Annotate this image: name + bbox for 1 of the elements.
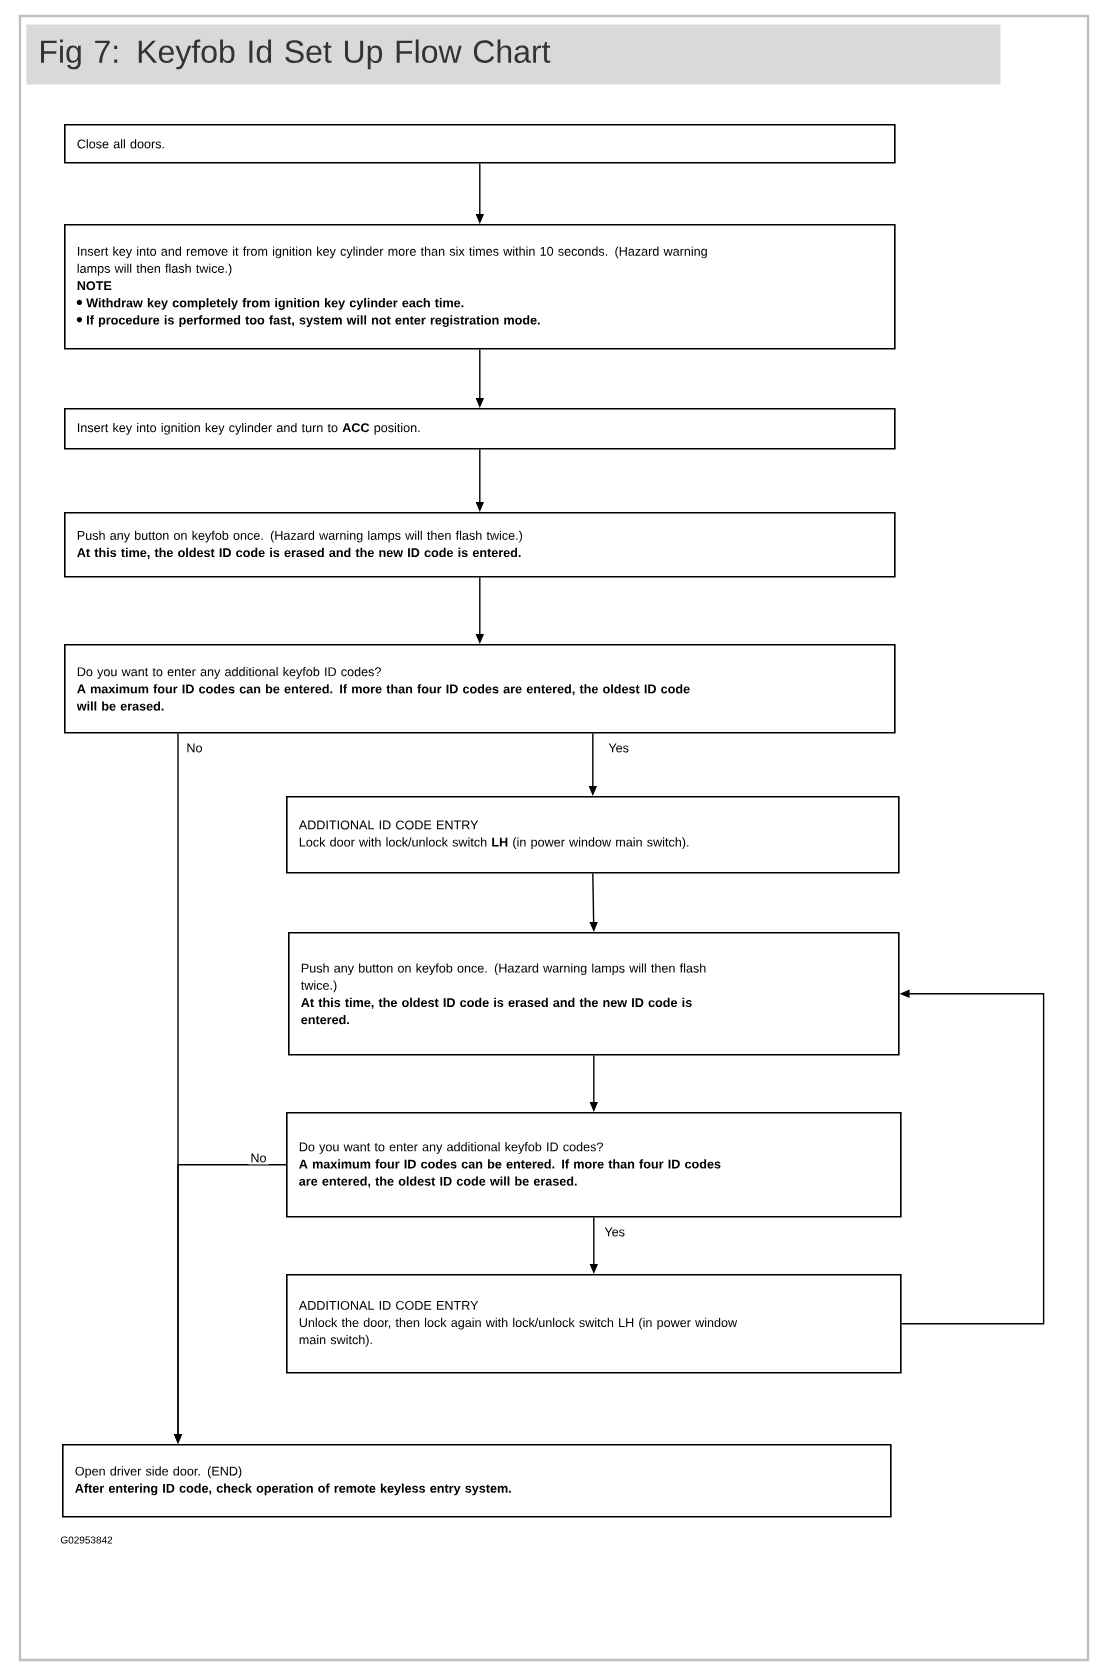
- title-bar: Fig 7: Keyfob Id Set Up Flow Chart: [26, 24, 1001, 85]
